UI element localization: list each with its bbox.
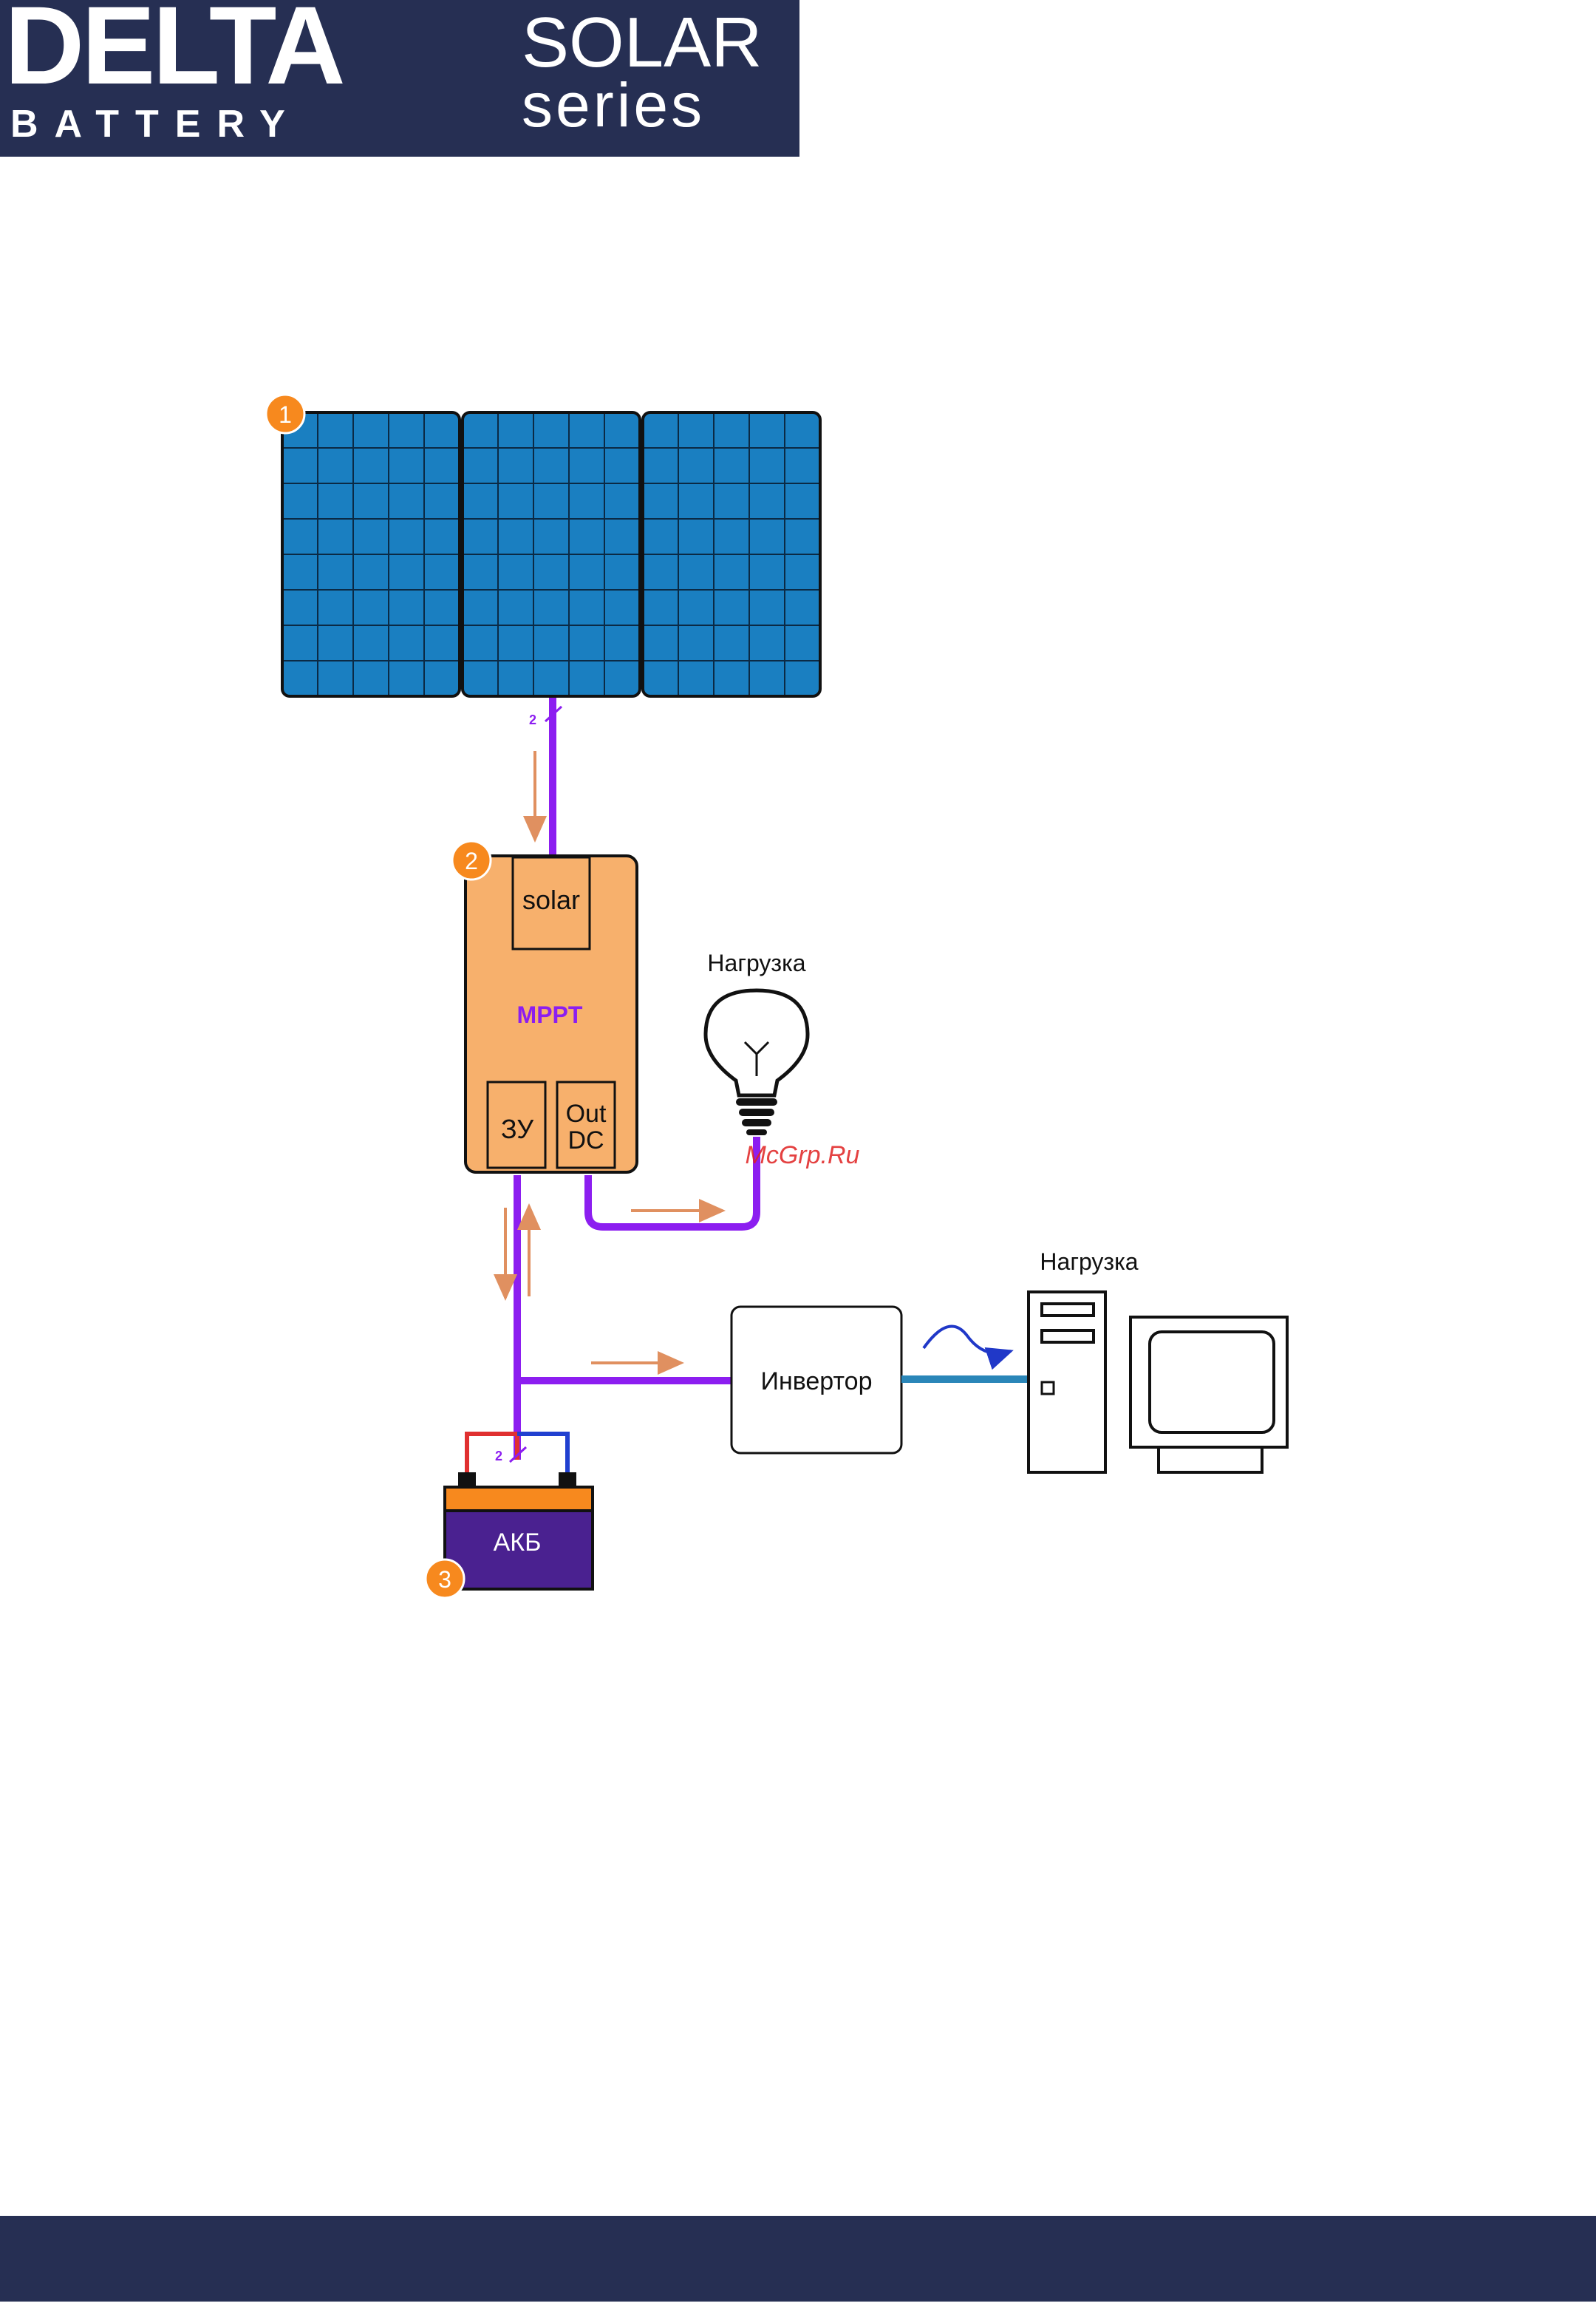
solar-panel-array xyxy=(282,412,820,696)
ac-sine-wave-icon xyxy=(924,1326,1011,1353)
badge-2: 2 xyxy=(452,841,491,880)
controller-charger-label: ЗУ xyxy=(501,1114,534,1144)
controller-title: MPPT xyxy=(517,1001,583,1028)
monitor-icon xyxy=(1130,1317,1287,1472)
solar-panel-3 xyxy=(643,412,820,696)
light-bulb-icon xyxy=(706,990,808,1135)
computer-tower-icon xyxy=(1029,1292,1105,1472)
dc-load-label: Нагрузка xyxy=(707,950,805,976)
svg-text:1: 1 xyxy=(279,401,292,428)
battery-label: АКБ xyxy=(494,1528,542,1557)
svg-text:2: 2 xyxy=(465,848,478,874)
mppt-controller: solar MPPT ЗУ Out DC xyxy=(466,856,637,1172)
cable-count-bottom: 2 xyxy=(495,1449,502,1463)
solar-panel-2 xyxy=(463,412,640,696)
controller-dc-label: DC xyxy=(567,1126,604,1154)
watermark-text: McGrp.Ru xyxy=(746,1141,860,1169)
solar-panel-1 xyxy=(282,412,460,696)
controller-solar-label: solar xyxy=(522,885,580,915)
ac-load-label: Нагрузка xyxy=(1040,1248,1138,1275)
inverter-label: Инвертор xyxy=(761,1367,873,1395)
footer-bar xyxy=(0,2216,1596,2302)
cable-count-top: 2 xyxy=(529,712,536,727)
negative-terminal-wire xyxy=(517,1434,567,1477)
svg-text:3: 3 xyxy=(438,1566,451,1593)
controller-out-label: Out xyxy=(566,1100,607,1128)
badge-3: 3 xyxy=(426,1560,464,1598)
badge-1: 1 xyxy=(266,395,304,433)
positive-terminal-wire xyxy=(467,1434,517,1477)
